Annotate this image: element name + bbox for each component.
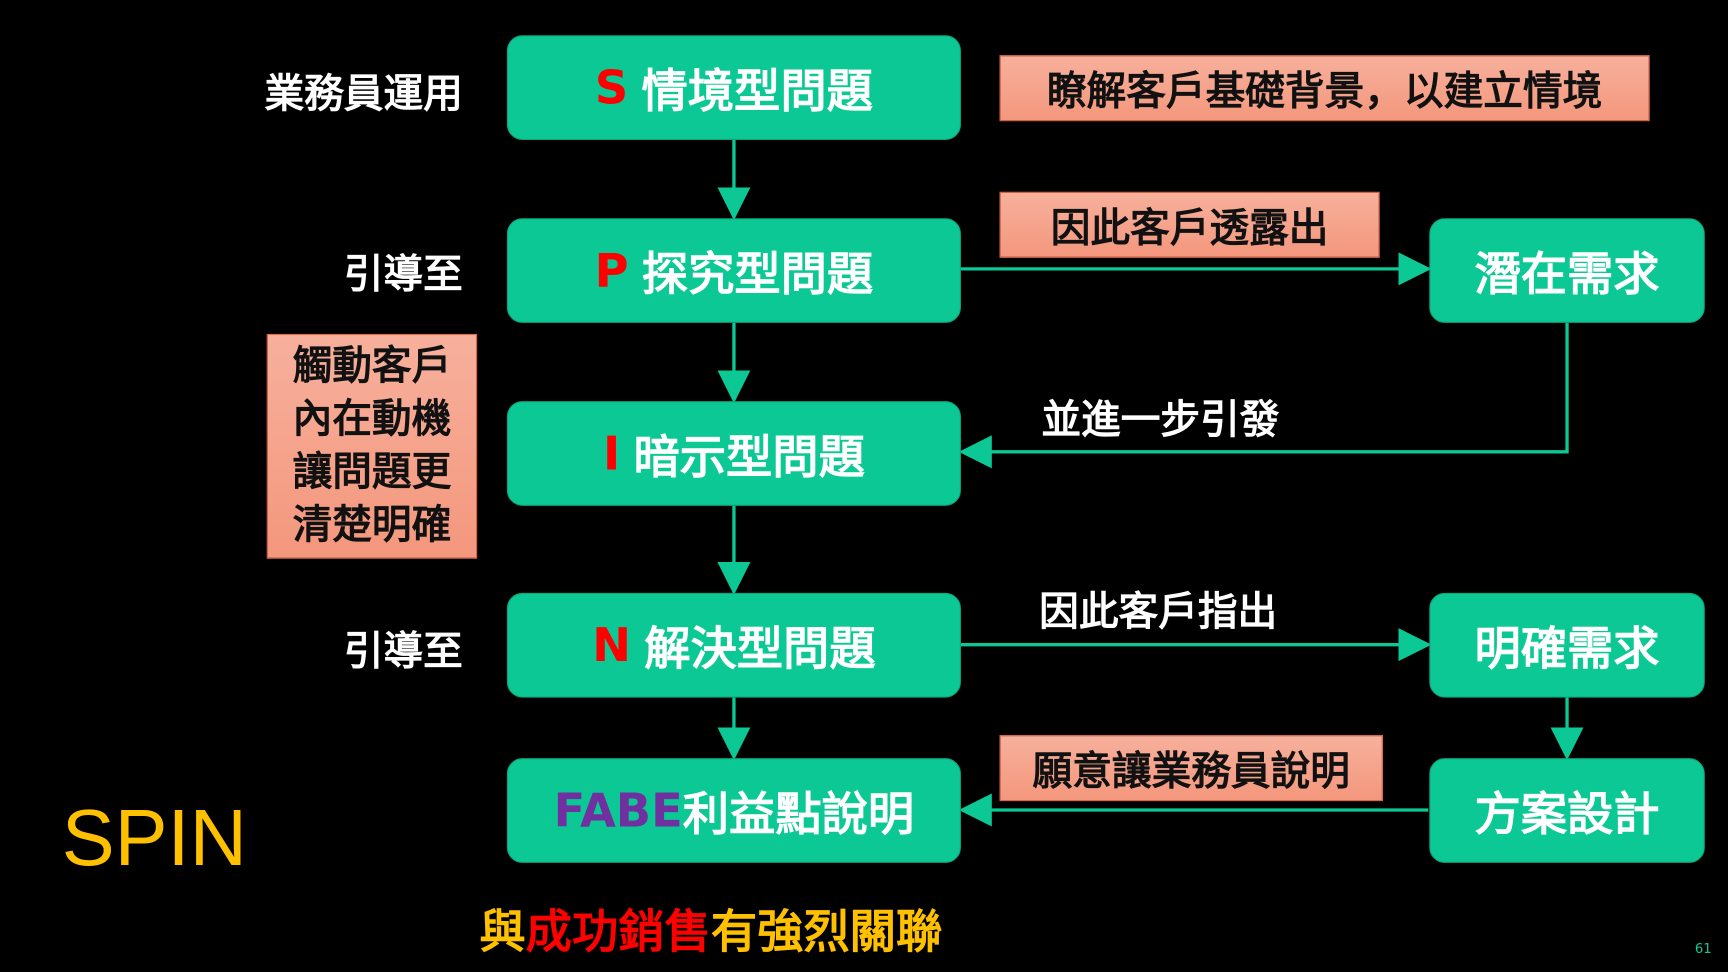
note-line: 讓問題更 [292,449,452,495]
step-letter: P [594,243,629,298]
footer-highlight: 成功銷售 [525,904,711,959]
step-text: 情境型問題 [641,63,873,118]
footer-part: 有強烈關聯 [710,904,943,959]
solution-design: 方案設計 [1429,758,1705,863]
label-lead-to-2: 引導至 [343,629,463,675]
label-point-out: 因此客戶指出 [1039,589,1278,635]
note-line: 內在動機 [292,396,452,442]
footer-part: 與 [479,904,526,959]
arrow-latent-to-i [958,322,1569,469]
note-line: 清楚明確 [292,502,452,548]
page-number: 61 [1694,941,1712,957]
step-letter: I [602,426,621,481]
step-letter: FABE [553,783,683,838]
step-text: 暗示型問題 [633,429,865,484]
step-letter: S [594,60,629,115]
note-line: 觸動客戶 [292,343,452,390]
step-text: 利益點說明 [682,786,915,841]
label-lead-to-1: 引導至 [343,252,463,298]
note-willing: 願意讓業務員說明 [999,735,1384,802]
label-salesperson-use: 業務員運用 [264,71,463,117]
step-letter: N [592,618,631,673]
step-text: 解決型問題 [644,621,876,676]
step-text: 探究型問題 [641,246,874,301]
spin-title: SPIN [61,794,247,883]
footer-text: 與成功銷售有強烈關聯 [479,895,942,962]
explicit-need: 明確需求 [1429,592,1705,698]
note-situation: 瞭解客戶基礎背景，以建立情境 [999,55,1650,122]
label-further-trigger: 並進一步引發 [1041,397,1280,444]
note-reveal: 因此客戶透露出 [999,191,1380,258]
note-motivation: 觸動客戶 內在動機 讓問題更 清楚明確 [266,333,478,559]
latent-need: 潛在需求 [1429,218,1705,323]
